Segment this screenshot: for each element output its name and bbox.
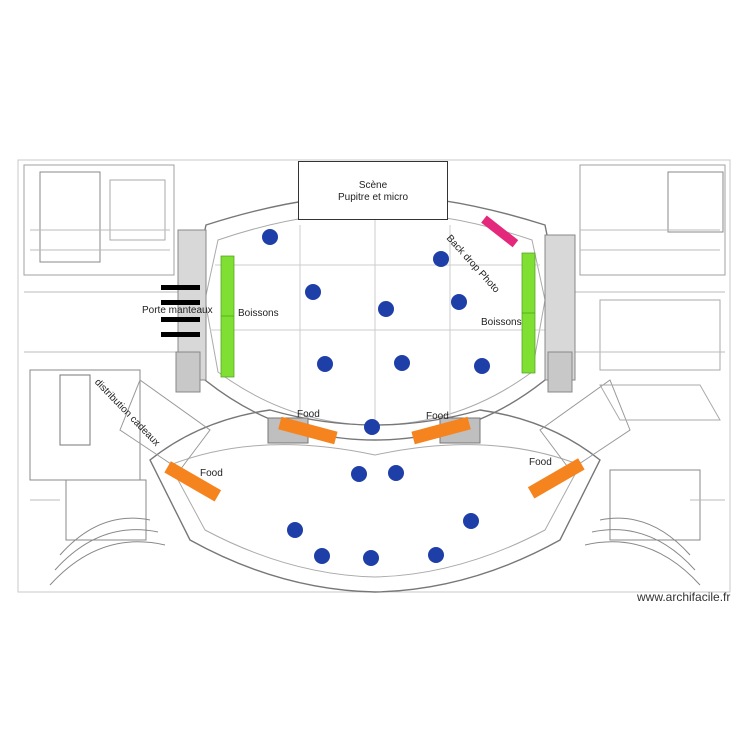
- bar-left: [220, 255, 235, 378]
- round-table: [388, 465, 404, 481]
- round-table: [287, 522, 303, 538]
- bar-right-label: Boissons: [481, 317, 522, 328]
- food-label: Food: [529, 457, 552, 468]
- food-table: [164, 461, 222, 502]
- round-table: [433, 251, 449, 267]
- round-table: [451, 294, 467, 310]
- coat-rack-label: Porte manteaux: [142, 305, 213, 316]
- stage: Scène Pupitre et micro: [298, 161, 448, 220]
- bar-right: [521, 252, 536, 374]
- food-table: [278, 416, 338, 445]
- coat-rack-bar: [161, 285, 200, 290]
- round-table: [428, 547, 444, 563]
- coat-rack-bar: [161, 317, 200, 322]
- bar-left-label: Boissons: [238, 308, 279, 319]
- food-label: Food: [426, 411, 449, 422]
- watermark: www.archifacile.fr: [637, 590, 731, 604]
- round-table: [317, 356, 333, 372]
- round-table: [394, 355, 410, 371]
- round-table: [364, 419, 380, 435]
- round-table: [351, 466, 367, 482]
- round-table: [378, 301, 394, 317]
- round-table: [363, 550, 379, 566]
- round-table: [474, 358, 490, 374]
- food-table: [411, 416, 471, 445]
- coat-rack-bar: [161, 300, 200, 305]
- round-table: [262, 229, 278, 245]
- round-tables: [262, 229, 490, 566]
- food-label: Food: [200, 468, 223, 479]
- round-table: [305, 284, 321, 300]
- round-table: [314, 548, 330, 564]
- coat-rack: [161, 285, 200, 337]
- photo-backdrop: [481, 215, 519, 248]
- food-label: Food: [297, 409, 320, 420]
- food-table: [527, 458, 585, 499]
- stage-title: Scène: [358, 180, 388, 191]
- round-table: [463, 513, 479, 529]
- stage-subtitle: Pupitre et micro: [337, 192, 409, 203]
- coat-rack-bar: [161, 332, 200, 337]
- architectural-background: [17, 159, 731, 593]
